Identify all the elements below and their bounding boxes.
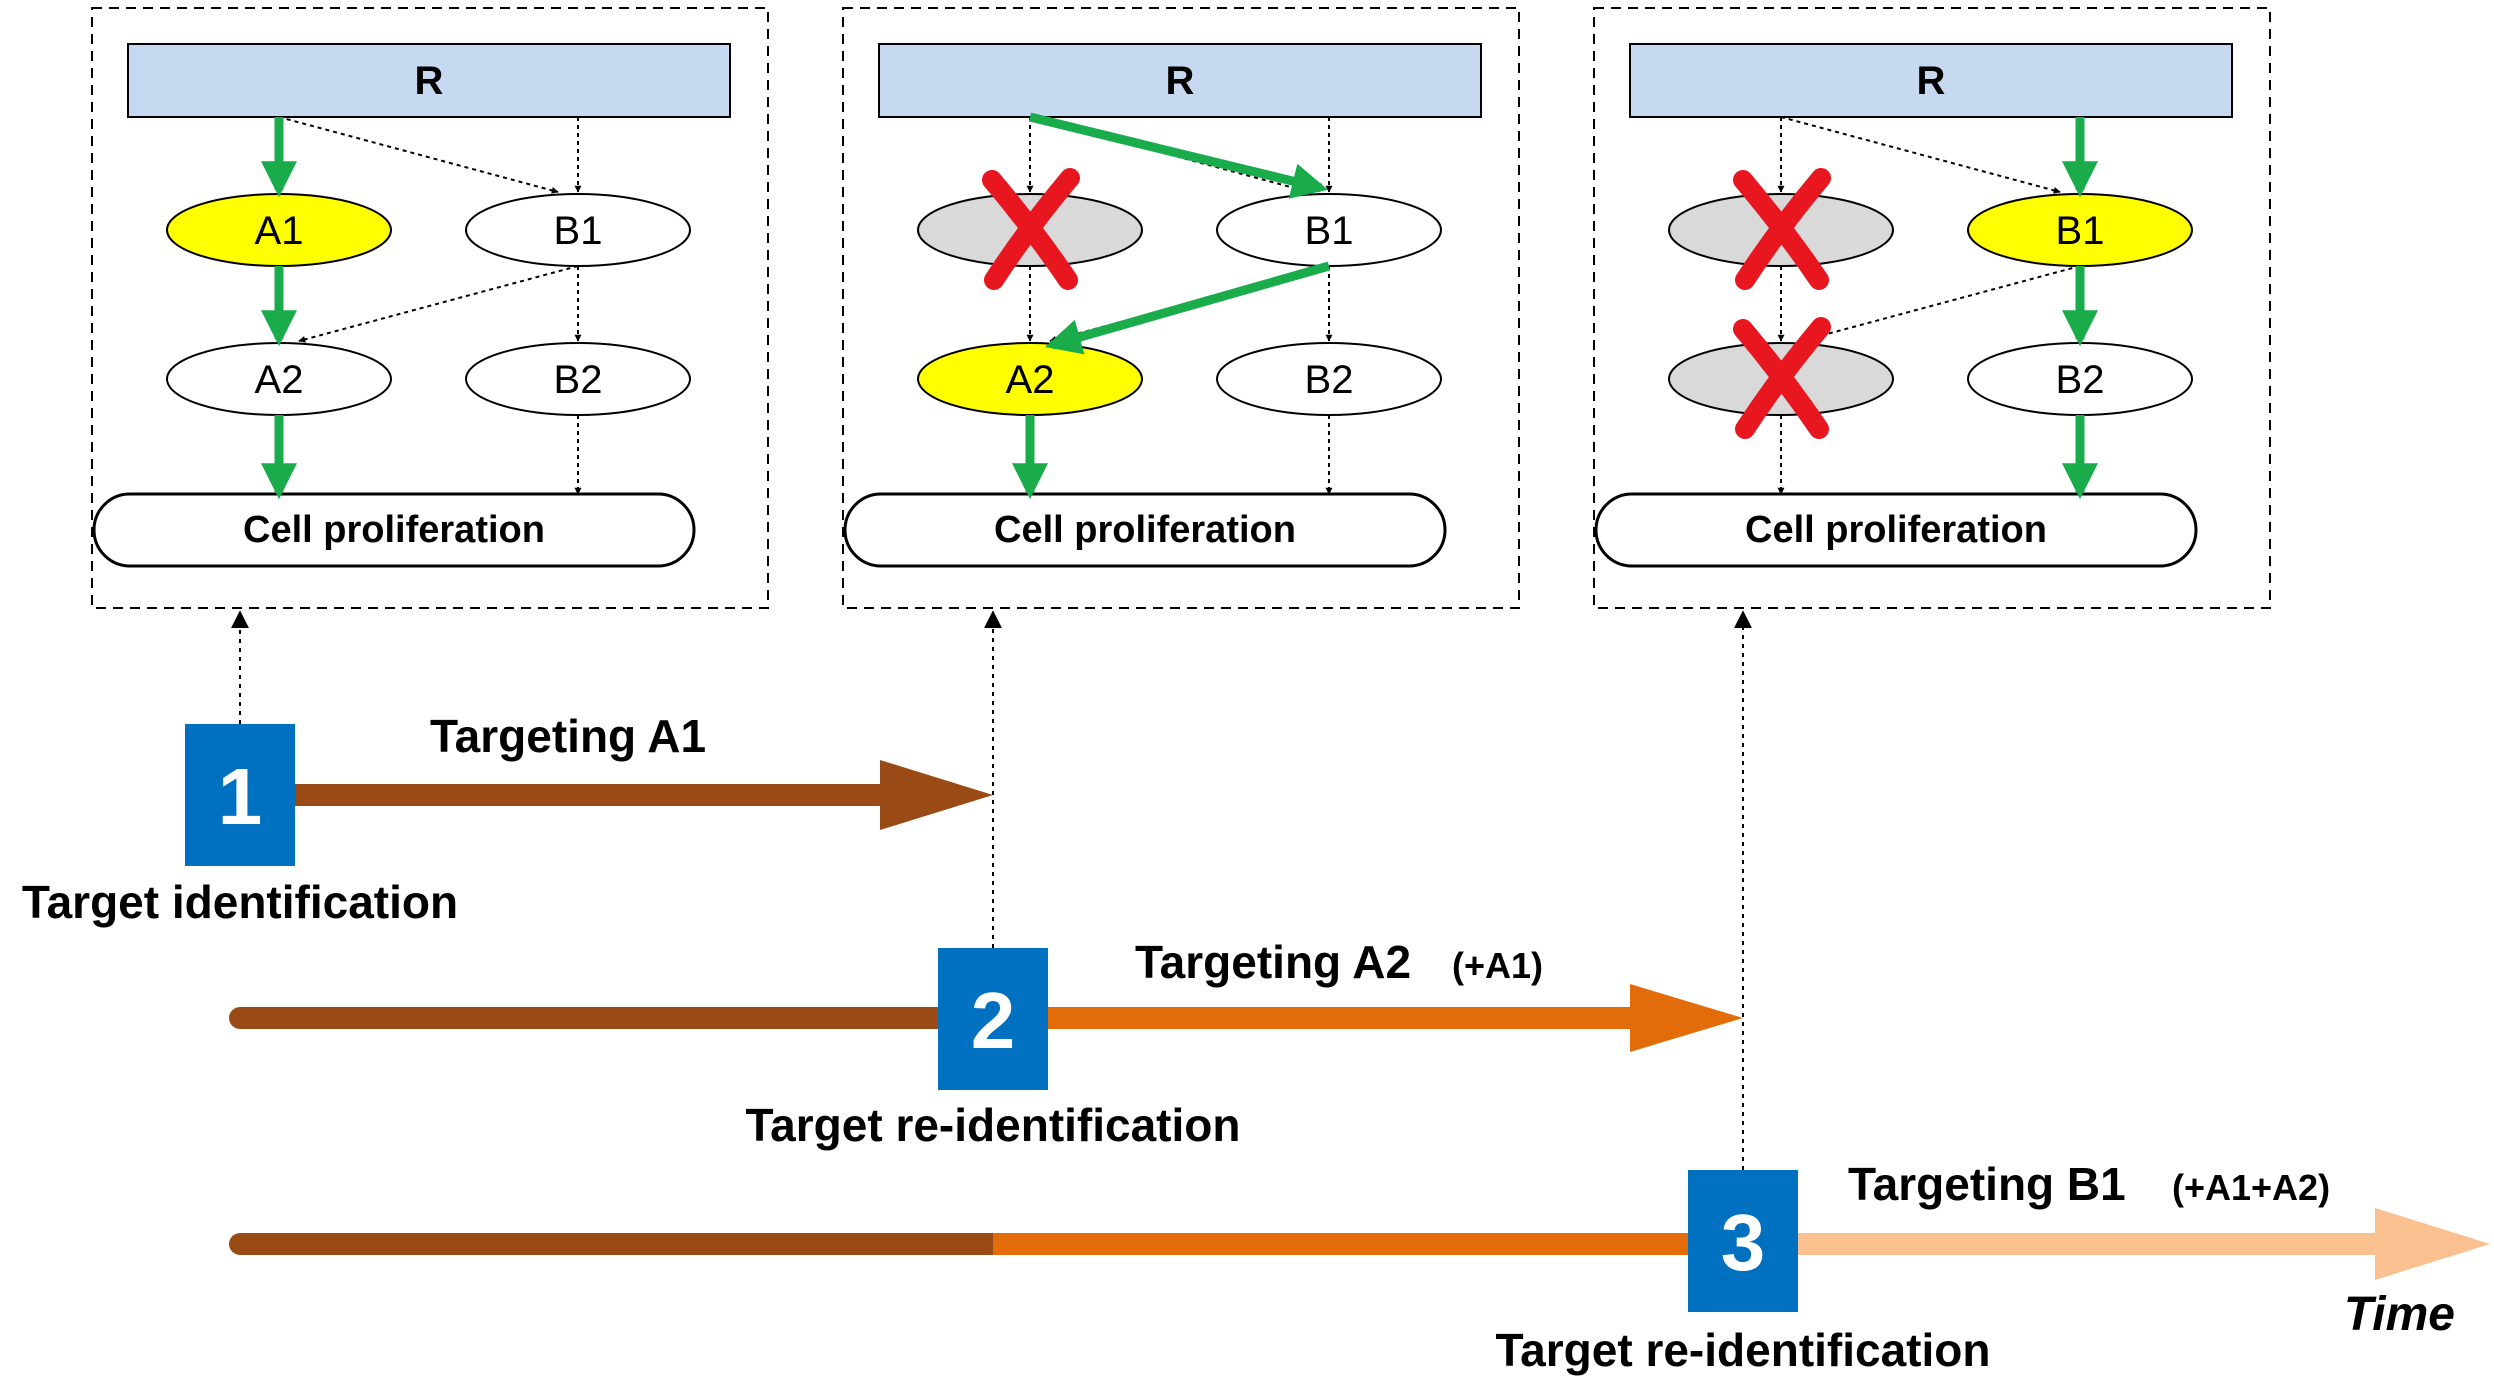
step-caption: Target re-identification (746, 1099, 1241, 1151)
node-b2-label: B2 (1305, 358, 1354, 402)
targeting-label: Targeting A1 (430, 710, 706, 762)
targeting-label: Targeting A2 (1135, 936, 1411, 988)
inactive-arrow (278, 116, 559, 194)
combination-label: (+A1+A2) (2172, 1167, 2330, 1208)
timeline-arrowhead-2 (1630, 984, 1743, 1052)
targeting-label: Targeting B1 (1848, 1158, 2126, 1210)
node-a1-label: A1 (255, 209, 304, 253)
node-b2-label: B2 (2056, 358, 2105, 402)
outcome-box (92, 492, 696, 568)
panel-border (91, 7, 769, 609)
step-badge-3 (1688, 1170, 1798, 1312)
step-badge-2 (938, 948, 1048, 1090)
step-number: 1 (218, 752, 263, 841)
node-b1-label: B1 (1305, 209, 1354, 253)
receptor-label: R (415, 59, 444, 103)
node-b2 (1216, 342, 1442, 416)
outcome-box (1594, 492, 2198, 568)
panel-border (1593, 7, 2271, 609)
knockout-x-icon (1733, 168, 1831, 290)
outcome-box (843, 492, 1447, 568)
receptor-label: R (1166, 59, 1195, 103)
outcome-label: Cell proliferation (1745, 509, 2047, 551)
step-badge-1 (185, 724, 295, 866)
time-axis-label: Time (2344, 1288, 2455, 1341)
inactive-arrow (298, 265, 579, 343)
active-arrow (1028, 112, 1328, 199)
node-a2-label: A2 (1006, 358, 1055, 402)
outcome-label: Cell proliferation (994, 509, 1296, 551)
node-b1-label: B1 (554, 209, 603, 253)
receptor-label: R (1917, 59, 1946, 103)
timeline-arrowhead-3 (2375, 1208, 2490, 1280)
outcome-label: Cell proliferation (243, 509, 545, 551)
node-b1-label: B1 (2056, 209, 2105, 253)
knockout-stroke (1735, 168, 1831, 290)
panel-border (842, 7, 1520, 609)
inactive-arrow (1780, 116, 2061, 194)
knockout-x-icon (1733, 317, 1831, 439)
step-caption: Target identification (22, 876, 458, 928)
receptor-box (127, 43, 731, 118)
receptor-box (1629, 43, 2233, 118)
knockout-stroke (984, 168, 1080, 290)
knockout-stroke (1735, 317, 1831, 439)
receptor-box (878, 43, 1482, 118)
step-caption: Target re-identification (1496, 1324, 1991, 1376)
active-arrow (1045, 261, 1331, 355)
knockout-x-icon (982, 168, 1080, 290)
combination-label: (+A1) (1452, 945, 1543, 986)
node-b2-label: B2 (554, 358, 603, 402)
timeline-arrowhead-1 (880, 760, 993, 830)
node-b2 (465, 342, 691, 416)
node-a2-label: A2 (255, 358, 304, 402)
inactive-arrow (1800, 265, 2081, 343)
step-number: 3 (1721, 1198, 1766, 1287)
node-b1 (465, 193, 691, 267)
step-number: 2 (971, 976, 1016, 1065)
